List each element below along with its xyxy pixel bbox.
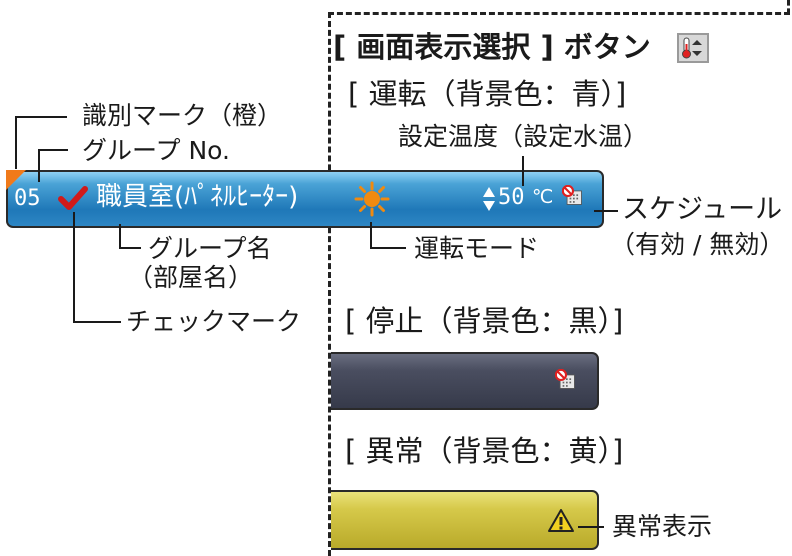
sun-icon (354, 181, 390, 217)
leader-line (15, 116, 67, 118)
leader-line (370, 222, 372, 248)
schedule-disabled-icon[interactable] (562, 185, 584, 207)
callout-set-temperature: 設定温度（設定水温） (398, 122, 649, 151)
id-mark-icon (6, 170, 26, 190)
callout-run-mode: 運転モード (414, 234, 540, 263)
dashed-divider-right (787, 0, 790, 14)
check-mark-icon (58, 186, 88, 210)
callout-group-name: グループ名 (148, 234, 272, 263)
leader-line (522, 156, 524, 186)
leader-line (370, 247, 406, 249)
temp-stepper-icon[interactable] (482, 186, 496, 212)
schedule-disabled-icon[interactable] (555, 369, 577, 391)
group-bar-running[interactable]: 05 職員室(ﾊﾟﾈﾙﾋｰﾀｰ) 50 ℃ (6, 170, 604, 228)
leader-line (38, 149, 68, 151)
section-error-heading: [ 異常（背景色：黄）] (345, 434, 624, 468)
callout-schedule-sub: （有効 / 無効） (610, 230, 785, 259)
section-running-heading: [ 運転（背景色：青）] (348, 77, 627, 111)
callout-schedule: スケジュール (622, 194, 783, 225)
thermometer-select-icon[interactable] (677, 33, 709, 63)
group-bar-stopped[interactable] (331, 352, 599, 410)
display-select-button-label: [ 画面表示選択 ] ボタン (333, 30, 651, 64)
group-number: 05 (14, 186, 41, 211)
callout-group-number: グループ No. (82, 136, 230, 165)
leader-line (73, 212, 75, 322)
callout-check-mark: チェックマーク (126, 307, 302, 336)
leader-line (119, 224, 121, 248)
group-bar-error[interactable] (331, 490, 599, 550)
leader-line (38, 150, 40, 182)
leader-line (594, 210, 618, 212)
leader-line (15, 117, 17, 169)
leader-line (119, 247, 141, 249)
leader-line (578, 526, 604, 528)
callout-error-display: 異常表示 (612, 512, 713, 541)
set-temperature: 50 (498, 185, 525, 210)
warning-icon (548, 509, 574, 532)
callout-id-mark: 識別マーク（橙） (82, 101, 283, 130)
dashed-divider-vertical (328, 12, 331, 556)
callout-group-name-sub: （部屋名） (128, 263, 254, 292)
dashed-divider-top (328, 12, 790, 15)
leader-line (73, 321, 121, 323)
temperature-unit: ℃ (532, 186, 554, 208)
group-name: 職員室(ﾊﾟﾈﾙﾋｰﾀｰ) (96, 182, 299, 212)
section-stopped-heading: [ 停止（背景色：黒）] (345, 304, 624, 338)
